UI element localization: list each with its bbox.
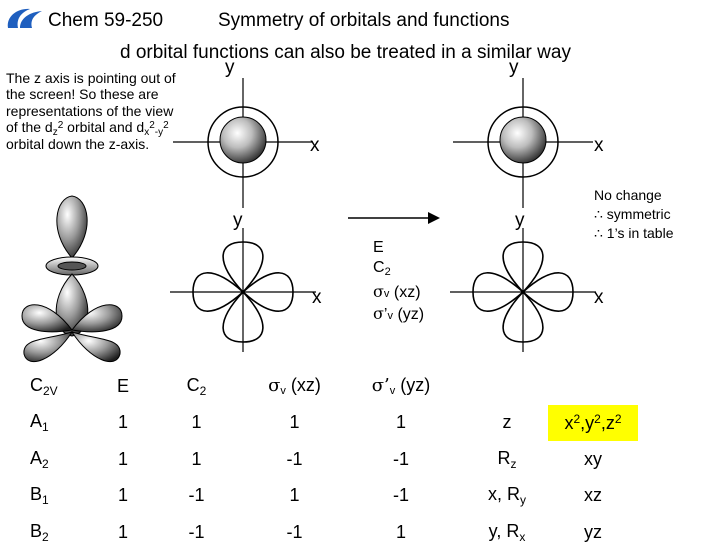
table-header-row: C2V E C2 σv (xz) σ’v (yz) xyxy=(30,374,431,398)
highlighted-quadratic-cell: x2,y2,z2 xyxy=(548,404,638,441)
dz2-top-view-left xyxy=(173,78,313,208)
operation-arrow xyxy=(348,212,440,224)
axis-label-x: x xyxy=(594,287,604,308)
dz2-top-view-right xyxy=(453,78,593,208)
table-row: B2 1 -1 -1 1 y, Rx yz xyxy=(30,520,602,544)
dx2y2-top-view-left xyxy=(170,228,316,352)
axis-label-y: y xyxy=(509,57,519,78)
character-table: C2V E C2 σv (xz) σ’v (yz) A1 1 1 1 1 z x… xyxy=(28,368,638,551)
dx2y2-3d-orbital xyxy=(21,304,123,363)
logo xyxy=(7,8,42,28)
dx2y2-top-view-right xyxy=(450,228,596,352)
explanation-note: The z axis is pointing out of the screen… xyxy=(6,70,176,152)
axis-label-y: y xyxy=(225,57,235,78)
symmetry-operations: E C2 σv (xz) σ’v (yz) xyxy=(373,239,425,323)
axis-label-x: x xyxy=(310,135,320,156)
axis-label-x: x xyxy=(594,135,604,156)
axis-label-y: y xyxy=(233,210,243,231)
axis-label-y: y xyxy=(515,210,525,231)
slide-title: Symmetry of orbitals and functions xyxy=(218,10,510,31)
axis-label-x: x xyxy=(312,287,322,308)
table-row: A1 1 1 1 1 z x2,y2,z2 xyxy=(28,404,638,441)
result-note: No change ∴ symmetric ∴ 1’s in table xyxy=(594,187,674,241)
table-row: B1 1 -1 1 -1 x, Ry xz xyxy=(30,484,602,508)
course-title: Chem 59-250 xyxy=(48,10,164,31)
table-row: A2 1 1 -1 -1 Rz xy xyxy=(30,447,602,471)
slide-subtitle: d orbital functions can also be treated … xyxy=(120,42,571,63)
